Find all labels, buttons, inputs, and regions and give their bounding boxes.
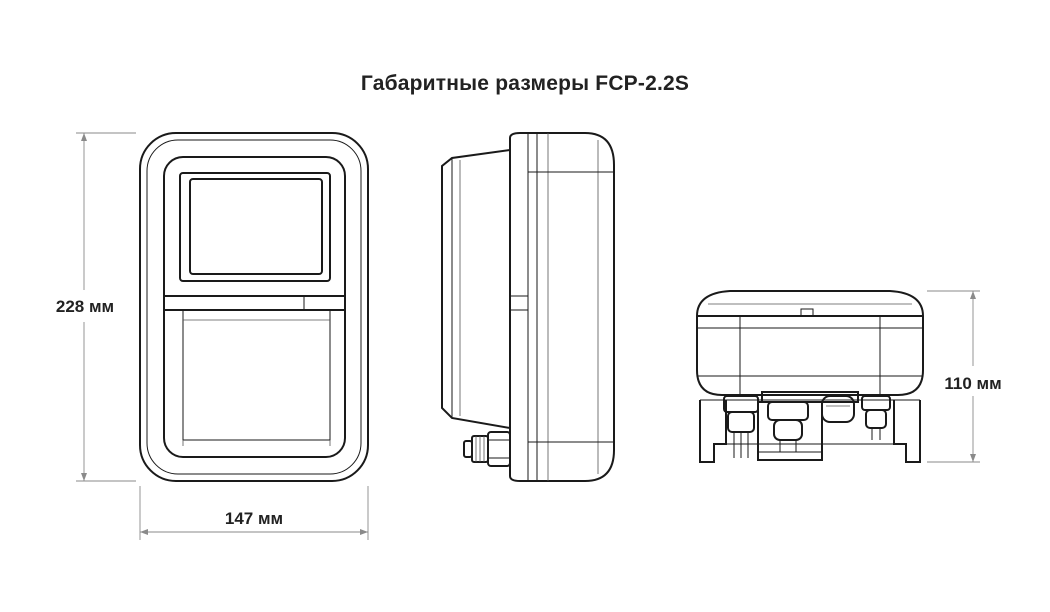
bottom-view <box>696 290 924 463</box>
page-title: Габаритные размеры FCP-2.2S <box>360 72 690 95</box>
width-dimension-label: 147 мм <box>225 509 283 528</box>
display-window <box>179 172 331 282</box>
front-inner-panel <box>163 156 346 458</box>
side-view <box>441 132 615 482</box>
width-dimension: 147 мм <box>139 486 369 540</box>
front-lower-cover <box>182 309 331 441</box>
display-screen <box>189 178 323 275</box>
side-mount-plate <box>441 149 511 429</box>
bottom-cable-glands <box>723 395 891 458</box>
depth-dimension: 110 мм <box>927 290 1002 463</box>
bottom-view-top-dome <box>696 290 924 317</box>
bottom-view-right-foot <box>893 400 921 463</box>
side-main-body <box>509 132 615 482</box>
front-outer-body <box>139 132 369 482</box>
depth-dimension-label: 110 мм <box>944 374 1001 393</box>
front-view <box>139 132 369 482</box>
height-dimension-label: 228 мм <box>56 297 114 316</box>
bottom-view-left-foot <box>699 400 727 463</box>
side-cable-gland <box>463 431 511 467</box>
bottom-view-body <box>696 316 924 396</box>
height-dimension: 228 мм <box>56 132 136 482</box>
